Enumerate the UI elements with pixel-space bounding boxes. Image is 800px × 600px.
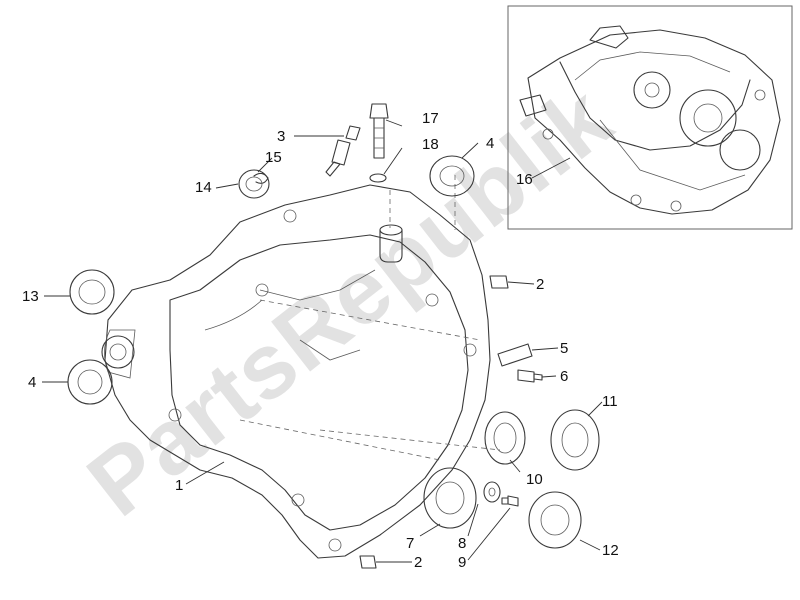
bearing-part-7	[423, 467, 477, 529]
callout-14: 14	[195, 179, 212, 196]
bolt-part-17	[369, 103, 389, 159]
screw-part-6	[517, 369, 543, 383]
callout-10: 10	[526, 471, 543, 488]
bearing-part-4-top	[429, 155, 475, 197]
crankcase-cover-part	[101, 175, 501, 559]
callout-11: 11	[602, 393, 618, 410]
callout-3: 3	[277, 128, 285, 145]
callout-17: 17	[422, 110, 439, 127]
callout-12: 12	[602, 542, 619, 559]
dowel-pin-part-2-upper	[489, 275, 509, 289]
bearing-part-10	[484, 411, 526, 465]
washer-part-18	[369, 173, 387, 183]
callout-2-upper: 2	[536, 276, 544, 293]
callout-18: 18	[422, 136, 439, 153]
callout-9: 9	[458, 554, 466, 571]
callout-1: 1	[175, 477, 183, 494]
callout-13: 13	[22, 288, 39, 305]
inset-assembly-panel	[507, 5, 793, 230]
washer-part-8	[483, 481, 501, 503]
oil-seal-part-12	[528, 491, 582, 549]
callout-2-lower: 2	[414, 554, 422, 571]
sensor-part-3	[325, 125, 361, 177]
callout-leaders	[42, 119, 603, 563]
dowel-pin-part-2-lower	[359, 555, 377, 569]
callout-5: 5	[560, 340, 568, 357]
callout-6: 6	[560, 368, 568, 385]
screw-part-9	[501, 495, 519, 507]
gearbox-assembly-illustration	[519, 25, 781, 215]
bearing-part-4-left	[67, 359, 113, 405]
callout-4-left: 4	[28, 374, 36, 391]
callout-7: 7	[406, 535, 414, 552]
callout-16: 16	[516, 171, 533, 188]
callout-8: 8	[458, 535, 466, 552]
watermark-text: PartsRepublik	[70, 67, 631, 536]
callout-4-top: 4	[486, 135, 494, 152]
oil-seal-part-13	[69, 269, 115, 315]
oil-seal-part-14	[238, 169, 270, 199]
bearing-part-11	[550, 409, 600, 471]
callout-15: 15	[265, 149, 282, 166]
plate-part-5	[497, 343, 533, 367]
